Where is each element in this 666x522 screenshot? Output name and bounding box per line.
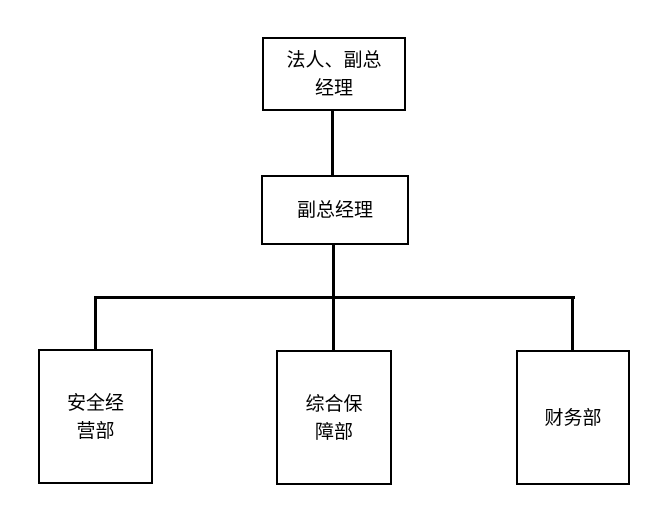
edge-rail-dept2	[332, 296, 335, 350]
edge-rail-dept1	[94, 296, 97, 349]
node-label-line: 综合保	[305, 392, 363, 415]
node-label-line: 财务部	[544, 406, 602, 429]
node-comprehensive-support-dept: 综合保 障部	[276, 350, 392, 485]
node-label-line: 安全经	[66, 391, 124, 414]
node-legal-deputy-gm: 法人、副总 经理	[262, 37, 406, 111]
edge-rail-dept3	[571, 296, 574, 350]
node-deputy-gm: 副总经理	[261, 175, 409, 245]
node-label-line: 副总经理	[296, 199, 373, 221]
node-label-line: 营部	[76, 419, 115, 442]
edge-deputy-rail	[332, 245, 335, 296]
node-label-line: 障部	[314, 420, 353, 443]
node-safety-operations-dept: 安全经 营部	[38, 349, 153, 484]
edge-root-deputy	[331, 111, 334, 175]
node-finance-dept: 财务部	[516, 350, 630, 485]
node-label-line: 经理	[314, 77, 353, 99]
node-label-line: 法人、副总	[286, 49, 382, 71]
